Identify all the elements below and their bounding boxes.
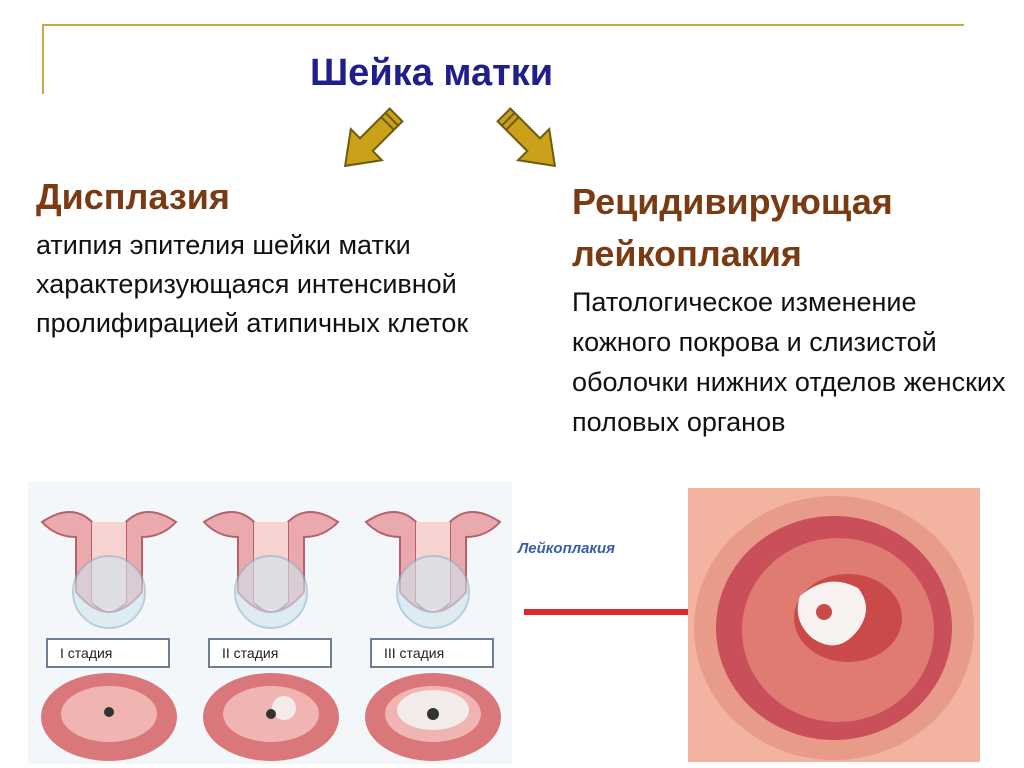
dysplasia-heading: Дисплазия xyxy=(36,176,230,217)
stage-2-label: II стадия xyxy=(208,638,332,668)
leukoplakia-heading: Рецидивирующая лейкоплакия xyxy=(572,181,893,274)
uterus-icon xyxy=(364,511,502,761)
right-arrow-icon xyxy=(496,107,557,168)
leukoplakia-photo-label: Лейкоплакия xyxy=(518,540,616,557)
dysplasia-stages-illustration: I стадия II стадия III стадия xyxy=(28,482,512,764)
leukoplakia-photo xyxy=(688,488,980,762)
leukoplakia-description: Патологическое изменение кожного покрова… xyxy=(572,287,1006,437)
stage-2-illustration: II стадия xyxy=(194,482,348,764)
stage-1-label: I стадия xyxy=(46,638,170,668)
frame-left-line xyxy=(42,24,44,94)
uterus-icon xyxy=(202,511,340,761)
left-arrow-icon xyxy=(343,107,404,168)
dysplasia-description: атипия эпителия шейки матки характеризую… xyxy=(36,230,469,338)
frame-top-line xyxy=(42,24,964,26)
stage-1-illustration: I стадия xyxy=(32,482,186,764)
stage-3-label: III стадия xyxy=(370,638,494,668)
uterus-icon xyxy=(40,511,178,761)
stage-3-illustration: III стадия xyxy=(356,482,510,764)
slide-title: Шейка матки xyxy=(310,52,554,94)
